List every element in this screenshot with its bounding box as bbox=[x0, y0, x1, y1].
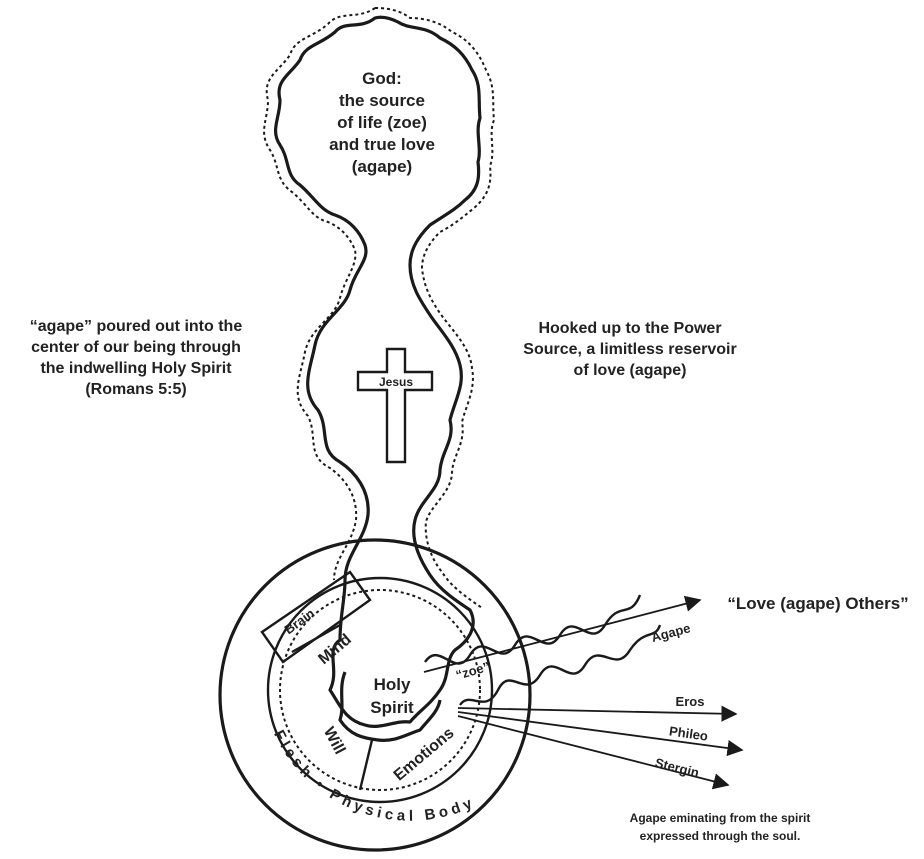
god-line: God: bbox=[362, 69, 402, 88]
left-note-line: the indwelling Holy Spirit bbox=[40, 360, 232, 377]
agape-label: Agape bbox=[650, 620, 692, 645]
holy-spirit-label: Holy bbox=[374, 675, 411, 694]
right-note-line: of love (agape) bbox=[574, 362, 687, 379]
stergin-label: Stergin bbox=[654, 755, 701, 780]
cross-label: Jesus bbox=[379, 375, 413, 389]
god-line: the source bbox=[339, 91, 425, 110]
left-note-line: (Romans 5:5) bbox=[85, 381, 186, 398]
agape-wave-upper bbox=[425, 595, 640, 664]
god-line: and true love bbox=[329, 135, 435, 154]
cross-shape bbox=[358, 349, 432, 462]
footer-note-line: Agape eminating from the spirit bbox=[630, 811, 811, 825]
right-note-line: Hooked up to the Power bbox=[538, 320, 721, 337]
god-text: God: the source of life (zoe) and true l… bbox=[329, 69, 435, 176]
left-note-line: “agape” poured out into the bbox=[30, 318, 243, 335]
love-others-label: “Love (agape) Others” bbox=[727, 594, 908, 613]
right-note: Hooked up to the Power Source, a limitle… bbox=[523, 320, 736, 379]
god-line: (agape) bbox=[352, 157, 412, 176]
right-note-line: Source, a limitless reservoir bbox=[523, 341, 736, 358]
eros-label: Eros bbox=[676, 694, 705, 709]
will-divider bbox=[360, 740, 372, 790]
god-line: of life (zoe) bbox=[337, 113, 427, 132]
emotions-label: Emotions bbox=[391, 725, 458, 785]
left-note: “agape” poured out into the center of ou… bbox=[30, 318, 243, 398]
brain-label: Brain bbox=[282, 605, 318, 637]
will-label: Will bbox=[320, 724, 348, 757]
footer-note-line: expressed through the soul. bbox=[640, 829, 801, 843]
left-note-line: center of our being through bbox=[31, 339, 241, 356]
holy-spirit-label: Spirit bbox=[370, 698, 414, 717]
